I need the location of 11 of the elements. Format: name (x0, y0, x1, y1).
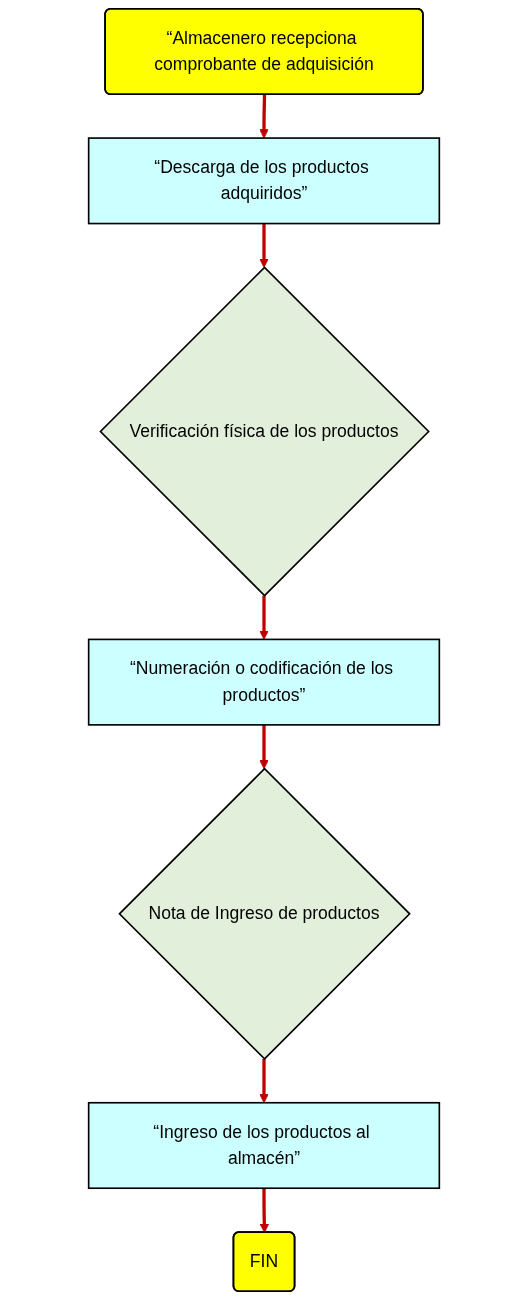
arrow (259, 1188, 270, 1234)
arrow (259, 1058, 269, 1104)
arrow (259, 223, 269, 268)
node-diamond: Verificación física de los productos (99, 266, 430, 597)
node-box: “Ingreso de los productos al almacén” (87, 1101, 441, 1190)
node-diamond: Nota de Ingreso de productos (118, 767, 411, 1061)
arrow (259, 724, 269, 770)
node-box: “Descarga de los productos adquiridos” (87, 137, 441, 225)
arrow (259, 94, 269, 139)
node-box: “Numeración o codificación de los productos” (87, 638, 441, 726)
arrow (259, 595, 269, 640)
